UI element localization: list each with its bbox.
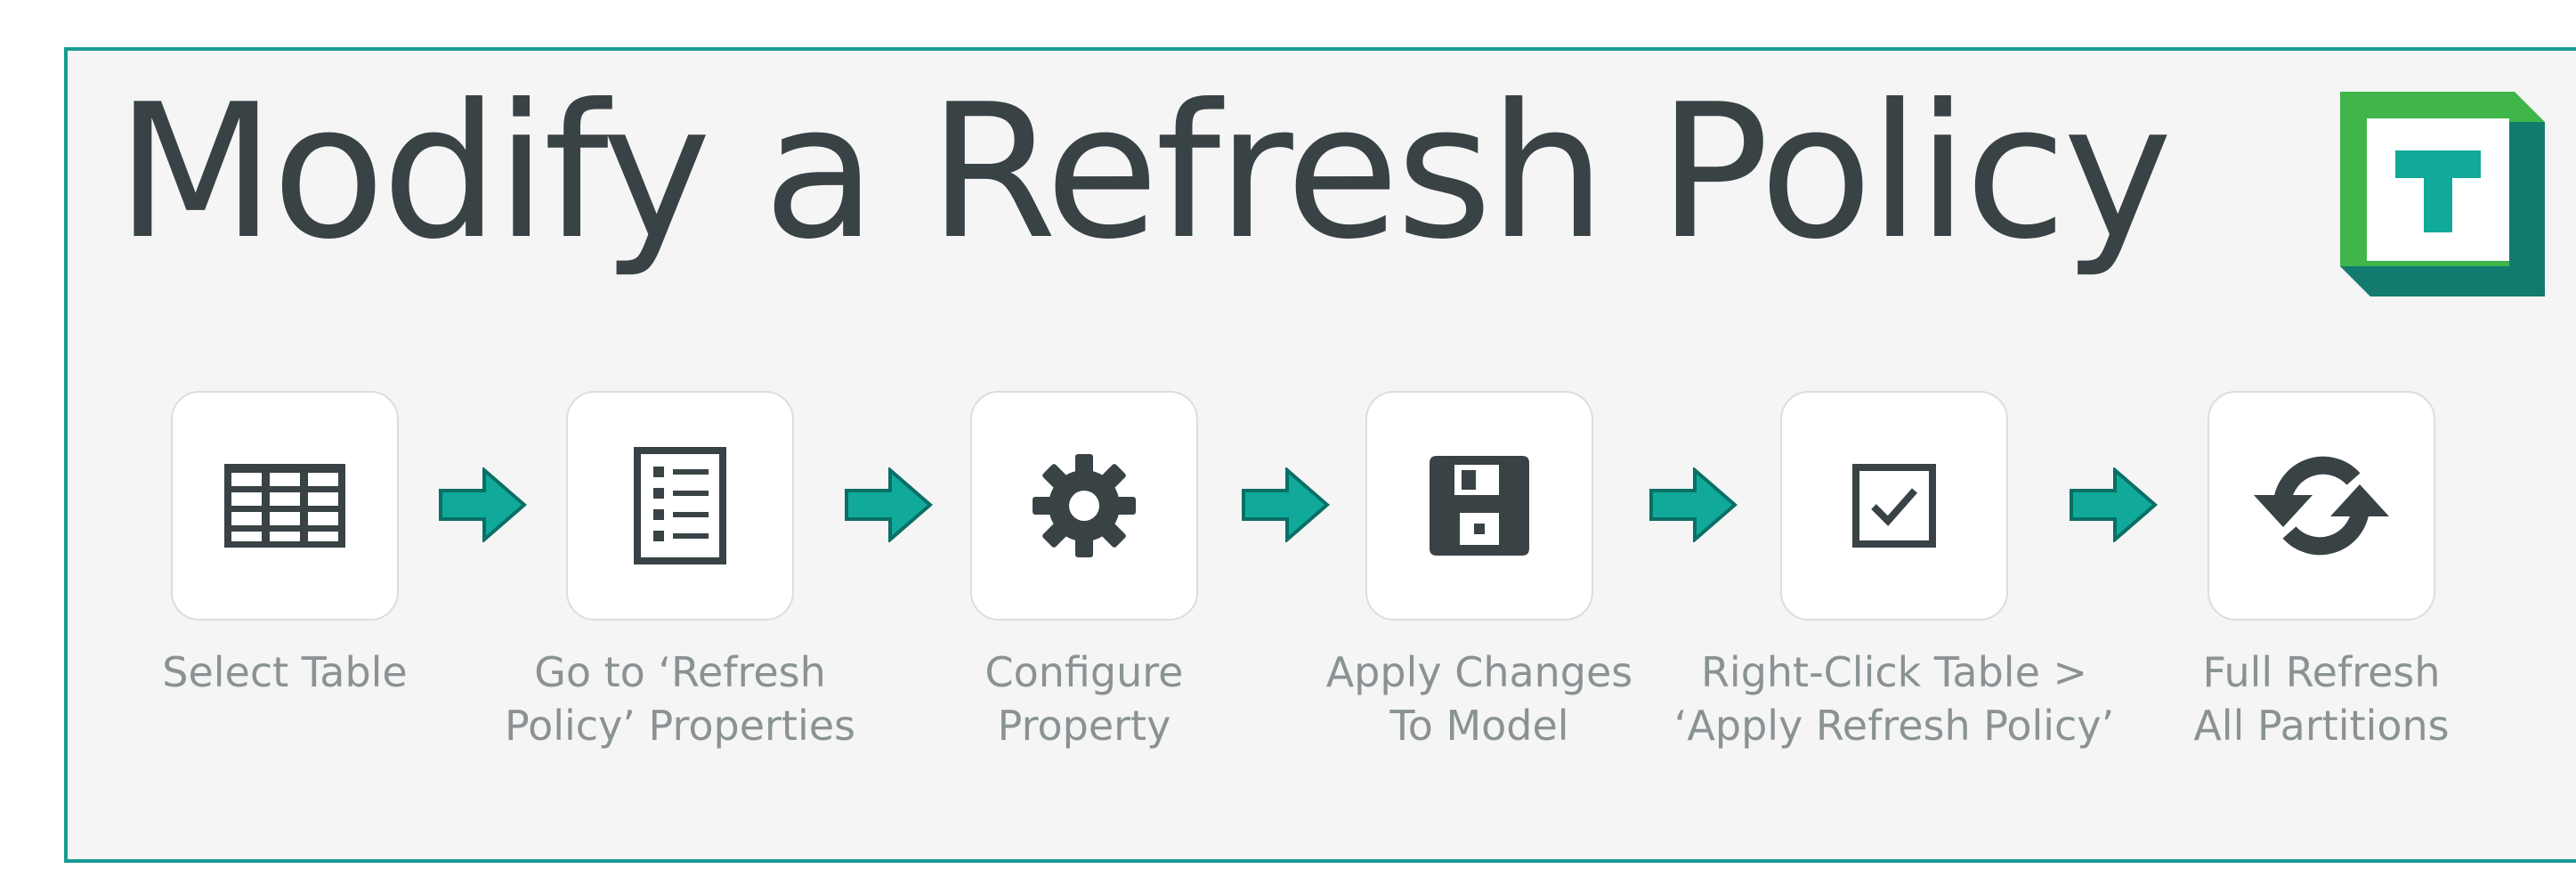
floppy-disk-save-icon [1430,456,1529,556]
flow-arrow-2 [845,467,933,542]
refresh-sync-icon [2254,456,2389,556]
caption-line: Go to ‘Refresh [534,648,826,696]
page-title: Modify a Refresh Policy [116,65,2173,280]
flow-arrow-3 [1242,467,1330,542]
caption-line: Full Refresh [2202,648,2441,696]
flow-arrow-1 [439,467,527,542]
step-card-refresh-policy-properties [566,391,794,621]
caption-line: To Model [1389,702,1569,750]
caption-line: Property [997,702,1171,750]
step-card-select-table [171,391,399,621]
step-caption-configure-property: Configure Property [835,646,1333,752]
step-caption-refresh-policy-properties: Go to ‘Refresh Policy’ Properties [431,646,929,752]
caption-line: Apply Changes [1325,648,1633,696]
caption-line: Right-Click Table > [1700,648,2088,696]
diagram-panel: Modify a Refresh Policy T [64,47,2576,863]
caption-line: Configure [984,648,1184,696]
step-card-configure-property [970,391,1198,621]
gear-icon [1033,454,1136,557]
table-grid-icon [224,464,345,548]
step-caption-full-refresh: Full Refresh All Partitions [2072,646,2571,752]
step-caption-apply-changes: Apply Changes To Model [1230,646,1729,752]
caption-line: Policy’ Properties [504,702,856,750]
caption-line: ‘Apply Refresh Policy’ [1673,702,2115,750]
step-card-apply-refresh-policy [1780,391,2008,621]
caption-line: All Partitions [2193,702,2450,750]
caption-line: Select Table [162,648,408,696]
step-card-apply-changes [1365,391,1593,621]
step-card-full-refresh [2207,391,2435,621]
tabular-editor-logo-icon: T [2340,92,2545,296]
step-caption-apply-refresh-policy: Right-Click Table > ‘Apply Refresh Polic… [1645,646,2143,752]
properties-list-icon [634,447,726,564]
flow-arrow-5 [2070,467,2158,542]
step-caption-select-table: Select Table [36,646,534,699]
checkbox-checked-icon [1852,464,1936,548]
flow-arrow-4 [1649,467,1738,542]
